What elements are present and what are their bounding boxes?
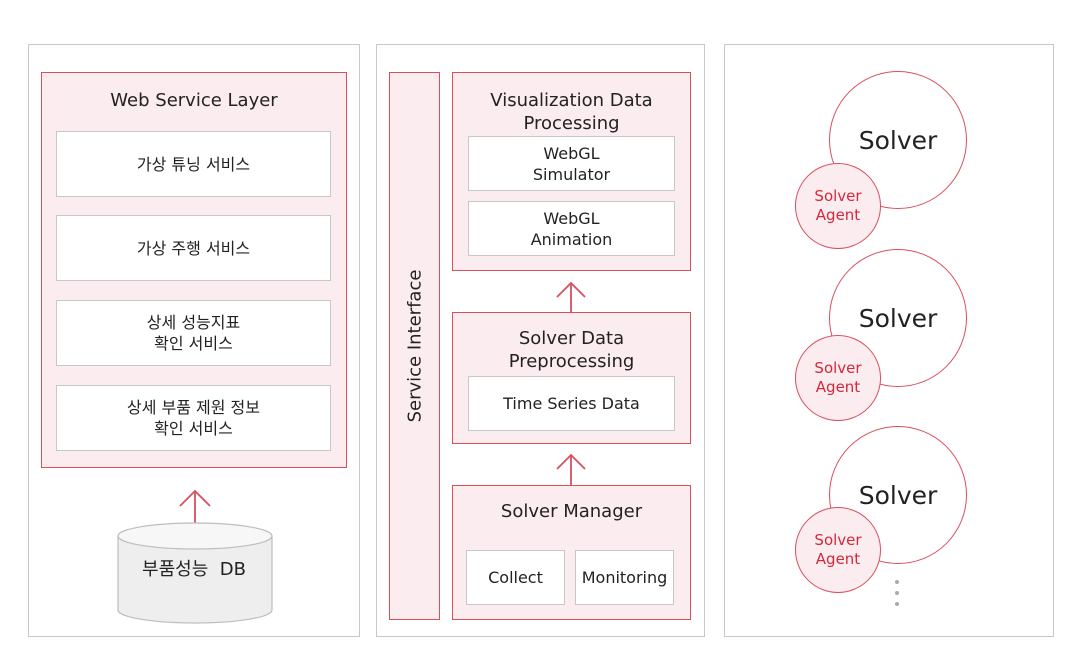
- solver-label: Solver: [858, 303, 938, 333]
- service-label: 가상 주행 서비스: [136, 238, 251, 258]
- solver-agent-circle: Solver Agent: [795, 335, 881, 421]
- webgl-simulator-box: WebGL Simulator: [468, 136, 675, 191]
- up-arrow-db-to-layer: [179, 489, 211, 524]
- service-part-specs: 상세 부품 제원 정보 확인 서비스: [56, 385, 331, 451]
- solver-agent-circle: Solver Agent: [795, 163, 881, 249]
- webgl-animation-box: WebGL Animation: [468, 201, 675, 256]
- item-label: Monitoring: [581, 568, 668, 587]
- database-icon: [117, 522, 273, 624]
- monitoring-box: Monitoring: [575, 550, 674, 605]
- agent-line: Agent: [815, 378, 861, 396]
- ellipsis-dot: [895, 602, 899, 606]
- web-service-layer-title: Web Service Layer: [110, 90, 278, 111]
- service-label: 상세 성능지표: [146, 313, 241, 332]
- item-line: WebGL: [543, 208, 600, 228]
- time-series-data-box: Time Series Data: [468, 376, 675, 431]
- service-interface-label: Service Interface: [404, 269, 425, 423]
- item-label: Collect: [488, 568, 543, 587]
- agent-line: Agent: [815, 550, 861, 568]
- up-arrow-manager-to-preprocessing: [556, 453, 586, 486]
- solver-preprocessing-title: Solver Data Preprocessing: [452, 327, 691, 373]
- service-label: 확인 서비스: [154, 334, 233, 353]
- title-line: Preprocessing: [508, 351, 635, 372]
- service-performance-metrics: 상세 성능지표 확인 서비스: [56, 300, 331, 366]
- agent-line: Solver: [814, 531, 862, 549]
- database-label: 부품성능 DB: [142, 559, 246, 580]
- service-virtual-driving: 가상 주행 서비스: [56, 215, 331, 281]
- agent-line: Agent: [815, 206, 861, 224]
- solver-label: Solver: [858, 480, 938, 510]
- title-line: Processing: [523, 113, 620, 134]
- collect-box: Collect: [466, 550, 565, 605]
- ellipsis-dot: [895, 591, 899, 595]
- item-line: WebGL: [543, 143, 600, 163]
- up-arrow-preprocessing-to-visualization: [556, 281, 586, 312]
- visualization-processing-title: Visualization Data Processing: [452, 89, 691, 135]
- title-line: Visualization Data: [490, 90, 653, 111]
- service-label: 가상 튜닝 서비스: [136, 154, 251, 174]
- title-line: Solver Data: [518, 328, 625, 349]
- solver-agent-circle: Solver Agent: [795, 507, 881, 593]
- item-line: Simulator: [532, 164, 611, 184]
- item-label: Time Series Data: [503, 394, 640, 413]
- agent-line: Solver: [814, 187, 862, 205]
- solver-manager-title: Solver Manager: [500, 501, 643, 522]
- service-interface-bar: Service Interface: [389, 72, 440, 620]
- ellipsis-dot: [895, 580, 899, 584]
- solver-label: Solver: [858, 125, 938, 155]
- service-label: 상세 부품 제원 정보: [126, 398, 261, 417]
- service-label: 확인 서비스: [154, 419, 233, 438]
- service-virtual-tuning: 가상 튜닝 서비스: [56, 131, 331, 197]
- agent-line: Solver: [814, 359, 862, 377]
- item-line: Animation: [530, 229, 613, 249]
